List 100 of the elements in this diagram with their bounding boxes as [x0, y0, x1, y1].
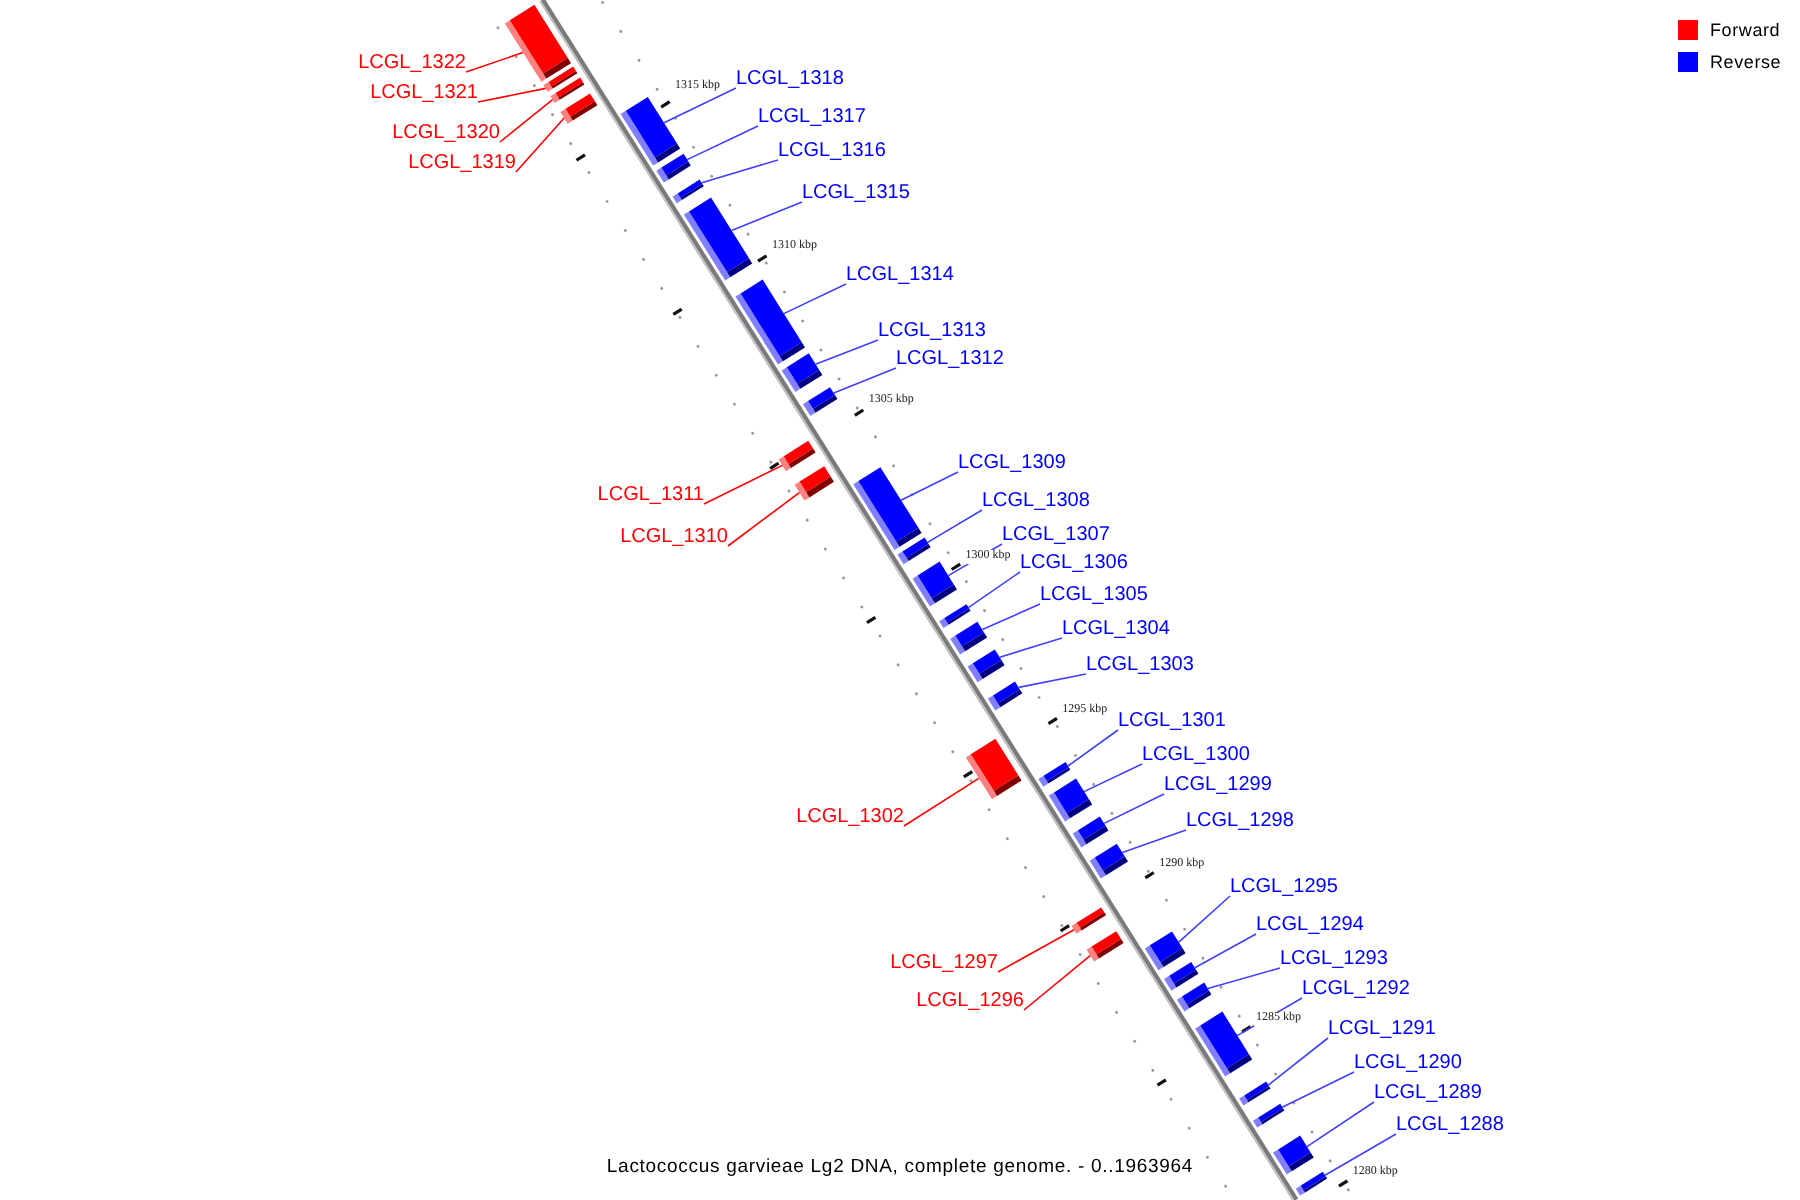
gene-block: [1071, 907, 1107, 934]
leader-line: [1207, 967, 1281, 990]
caption: Lactococcus garvieae Lg2 DNA, complete genome. - 0..1963964: [606, 1156, 1194, 1180]
gene-block: [987, 681, 1023, 711]
gene-block: [967, 649, 1005, 683]
gene-label: LCGL_1292: [1302, 978, 1410, 1002]
gene-block: [550, 77, 585, 103]
leader-line: [515, 117, 565, 173]
leader-line: [703, 464, 784, 505]
gene-label: LCGL_1320: [392, 122, 500, 146]
gene-label: LCGL_1291: [1328, 1018, 1436, 1042]
gene-label: LCGL_1318: [736, 68, 844, 92]
leader-line: [1267, 1037, 1329, 1086]
leader-line: [900, 471, 959, 501]
leader-line: [730, 201, 803, 232]
leader-line: [783, 283, 847, 315]
gene-block: [1195, 1011, 1253, 1077]
gene-label: LCGL_1304: [1062, 618, 1170, 642]
leader-line: [1083, 763, 1143, 793]
gene-label: LCGL_1317: [758, 106, 866, 130]
gene-label: LCGL_1321: [370, 82, 478, 106]
gene-block: [778, 440, 816, 472]
gene-block: [735, 279, 805, 365]
gene-label: LCGL_1313: [878, 320, 986, 344]
gene-block: [1038, 762, 1071, 787]
gene-label: LCGL_1310: [620, 526, 728, 550]
gene-block: [656, 153, 691, 183]
leader-line: [1178, 895, 1231, 943]
gene-label: LCGL_1305: [1040, 584, 1148, 608]
gene-block: [1239, 1081, 1271, 1106]
gene-label: LCGL_1303: [1086, 654, 1194, 678]
gene-block: [939, 604, 971, 628]
gene-block: [965, 738, 1022, 800]
leader-line: [701, 159, 779, 184]
gene-label: LCGL_1319: [408, 152, 516, 176]
gene-block: [1253, 1103, 1285, 1128]
leader-line: [999, 637, 1063, 658]
gene-label: LCGL_1295: [1230, 876, 1338, 900]
gene-label: LCGL_1293: [1280, 948, 1388, 972]
leader-line: [981, 603, 1041, 631]
gene-block: [620, 97, 681, 166]
leader-line: [1324, 1133, 1397, 1176]
gene-label: LCGL_1301: [1118, 710, 1226, 734]
leader-line: [903, 777, 980, 827]
gene-block: [912, 561, 957, 607]
gene-block: [1048, 778, 1093, 822]
gene-label: LCGL_1322: [358, 52, 466, 76]
gene-label: LCGL_1298: [1186, 810, 1294, 834]
gene-block: [672, 179, 704, 204]
leader-line: [1194, 933, 1257, 969]
legend-label: Reverse: [1710, 52, 1782, 72]
gene-block: [853, 467, 922, 550]
gene-block: [683, 197, 753, 281]
leader-line: [1103, 793, 1165, 825]
gene-block: [1273, 1135, 1314, 1175]
leader-line: [663, 87, 737, 124]
gene-label: LCGL_1316: [778, 140, 886, 164]
leader-line: [1017, 673, 1087, 689]
gene-label: LCGL_1290: [1354, 1052, 1462, 1076]
gene-label: LCGL_1289: [1374, 1082, 1482, 1106]
gene-block: [1086, 931, 1124, 962]
gene-block: [950, 621, 988, 655]
gene-block: [1144, 931, 1186, 971]
leader-line: [1306, 1101, 1375, 1148]
leader-line: [727, 491, 801, 547]
gene-label: LCGL_1299: [1164, 774, 1272, 798]
gene-label: LCGL_1306: [1020, 552, 1128, 576]
gene-label: LCGL_1311: [597, 484, 704, 508]
gene-block: [897, 537, 931, 565]
gene-label: LCGL_1314: [846, 264, 954, 288]
gene-block: [560, 93, 598, 124]
leader-line: [1023, 954, 1091, 1011]
gene-label: LCGL_1307: [1002, 524, 1110, 548]
gene-label: LCGL_1294: [1256, 914, 1364, 938]
gene-label: LCGL_1309: [958, 452, 1066, 476]
leader-line: [1281, 1071, 1355, 1108]
legend-label: Forward: [1710, 20, 1781, 40]
leader-line: [1067, 729, 1119, 767]
leader-line: [926, 509, 983, 544]
gene-block: [803, 387, 838, 416]
gene-label: LCGL_1312: [896, 348, 1004, 372]
gene-label: LCGL_1297: [890, 952, 998, 976]
leader-line: [499, 98, 554, 143]
gene-label: LCGL_1302: [796, 806, 904, 830]
gene-block: [1089, 843, 1128, 879]
gene-label: LCGL_1315: [802, 182, 910, 206]
gene-label: LCGL_1296: [916, 990, 1024, 1014]
leader-line: [477, 87, 547, 103]
leader-line: [1121, 829, 1187, 854]
gene-block: [504, 4, 571, 82]
leader-line: [465, 51, 524, 73]
gene-block: [1177, 982, 1212, 1012]
gene-block: [1072, 816, 1109, 848]
gene-label: LCGL_1308: [982, 490, 1090, 514]
gene-block: [781, 353, 823, 392]
gene-block: [1295, 1171, 1328, 1196]
gene-block: [794, 466, 834, 501]
leader-line: [686, 125, 759, 161]
leader-line: [833, 367, 897, 394]
gene-label: LCGL_1300: [1142, 744, 1250, 768]
